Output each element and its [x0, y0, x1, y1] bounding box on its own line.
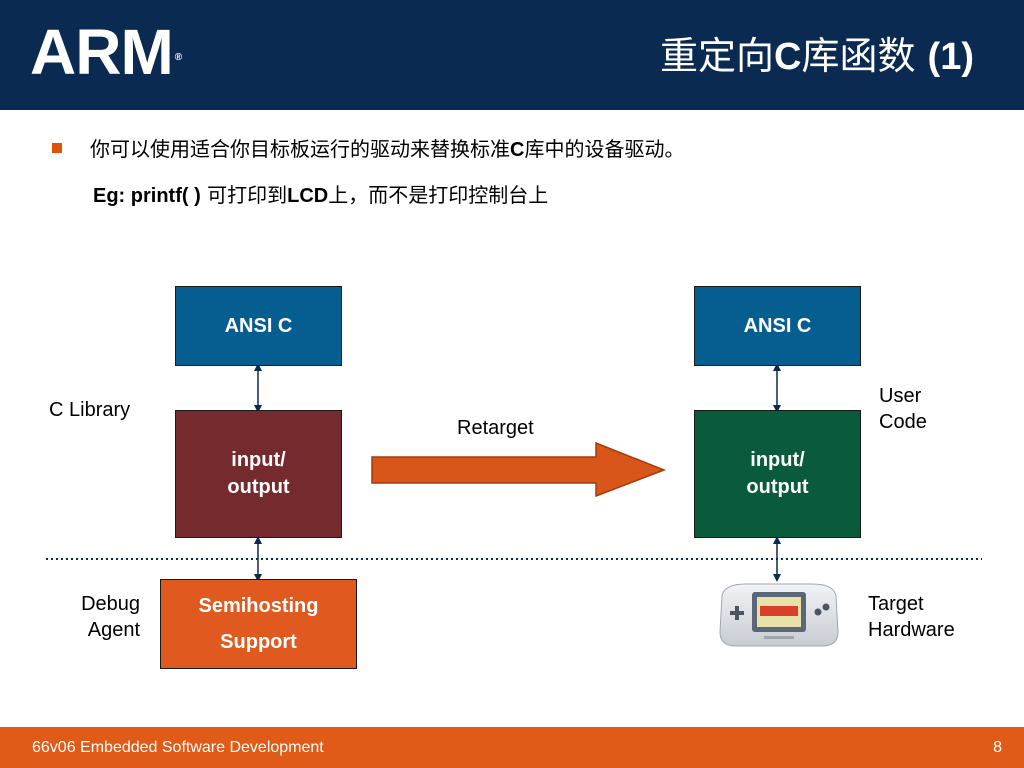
debug-agent-line-1: Debug	[81, 593, 140, 615]
gameboy-advance-icon	[719, 583, 839, 647]
user-code-line-1: User	[879, 385, 922, 407]
bullet-text-a: 你可以使用适合你目标板运行的驱动来替换标准	[90, 137, 510, 161]
retarget-arrow-icon	[371, 441, 667, 498]
example-text-b: 上，而不是打印控制台上	[328, 183, 549, 207]
bullet-text-b: 库中的设备驱动。	[524, 137, 685, 161]
title-part-3: 库函数	[801, 34, 928, 78]
title-part-4: (1)	[927, 36, 974, 78]
user-code-line-2: Code	[879, 411, 927, 433]
left-ansi-c-label: ANSI C	[224, 314, 293, 337]
logo-text: ARM	[30, 16, 174, 88]
bullet-text-c: C	[510, 139, 525, 161]
semihosting-line-2: Support	[220, 631, 297, 653]
semihosting-line-1: Semihosting	[198, 595, 319, 617]
page-number: 8	[993, 739, 1002, 756]
bullet-marker	[52, 143, 62, 153]
example-eg: Eg: printf( )	[93, 185, 201, 207]
arm-logo: ARM®	[30, 20, 182, 84]
title-part-2: C	[774, 36, 802, 78]
right-ansi-c-box: ANSI C	[694, 286, 861, 366]
right-io-line-1: input/	[750, 449, 805, 471]
title-part-1: 重定向	[659, 34, 774, 78]
example-text: Eg: printf( ) 可打印到LCD上，而不是打印控制台上	[93, 182, 548, 209]
left-io-line-2: output	[227, 476, 290, 498]
left-input-output-box: input/output	[175, 410, 342, 538]
c-library-label: C Library	[49, 399, 131, 421]
footer-course-title: 66v06 Embedded Software Development	[32, 739, 324, 756]
right-input-output-box: input/output	[694, 410, 861, 538]
example-text-a: 可打印到	[200, 183, 288, 207]
right-io-line-2: output	[746, 476, 809, 498]
logo-registered-mark: ®	[174, 52, 182, 63]
slide-title: 重定向C库函数 (1)	[660, 32, 974, 81]
header-bar	[0, 0, 1024, 110]
footer-bar	[0, 727, 1024, 768]
left-ansi-c-box: ANSI C	[175, 286, 342, 366]
target-hardware-line-1: Target	[868, 593, 924, 615]
example-lcd: LCD	[287, 185, 329, 207]
retarget-label: Retarget	[457, 417, 534, 439]
left-io-line-1: input/	[231, 449, 286, 471]
target-hardware-line-2: Hardware	[868, 619, 955, 641]
debug-agent-line-2: Agent	[87, 619, 140, 641]
right-ansi-c-label: ANSI C	[743, 314, 812, 337]
bullet-text: 你可以使用适合你目标板运行的驱动来替换标准C库中的设备驱动。	[90, 136, 684, 163]
